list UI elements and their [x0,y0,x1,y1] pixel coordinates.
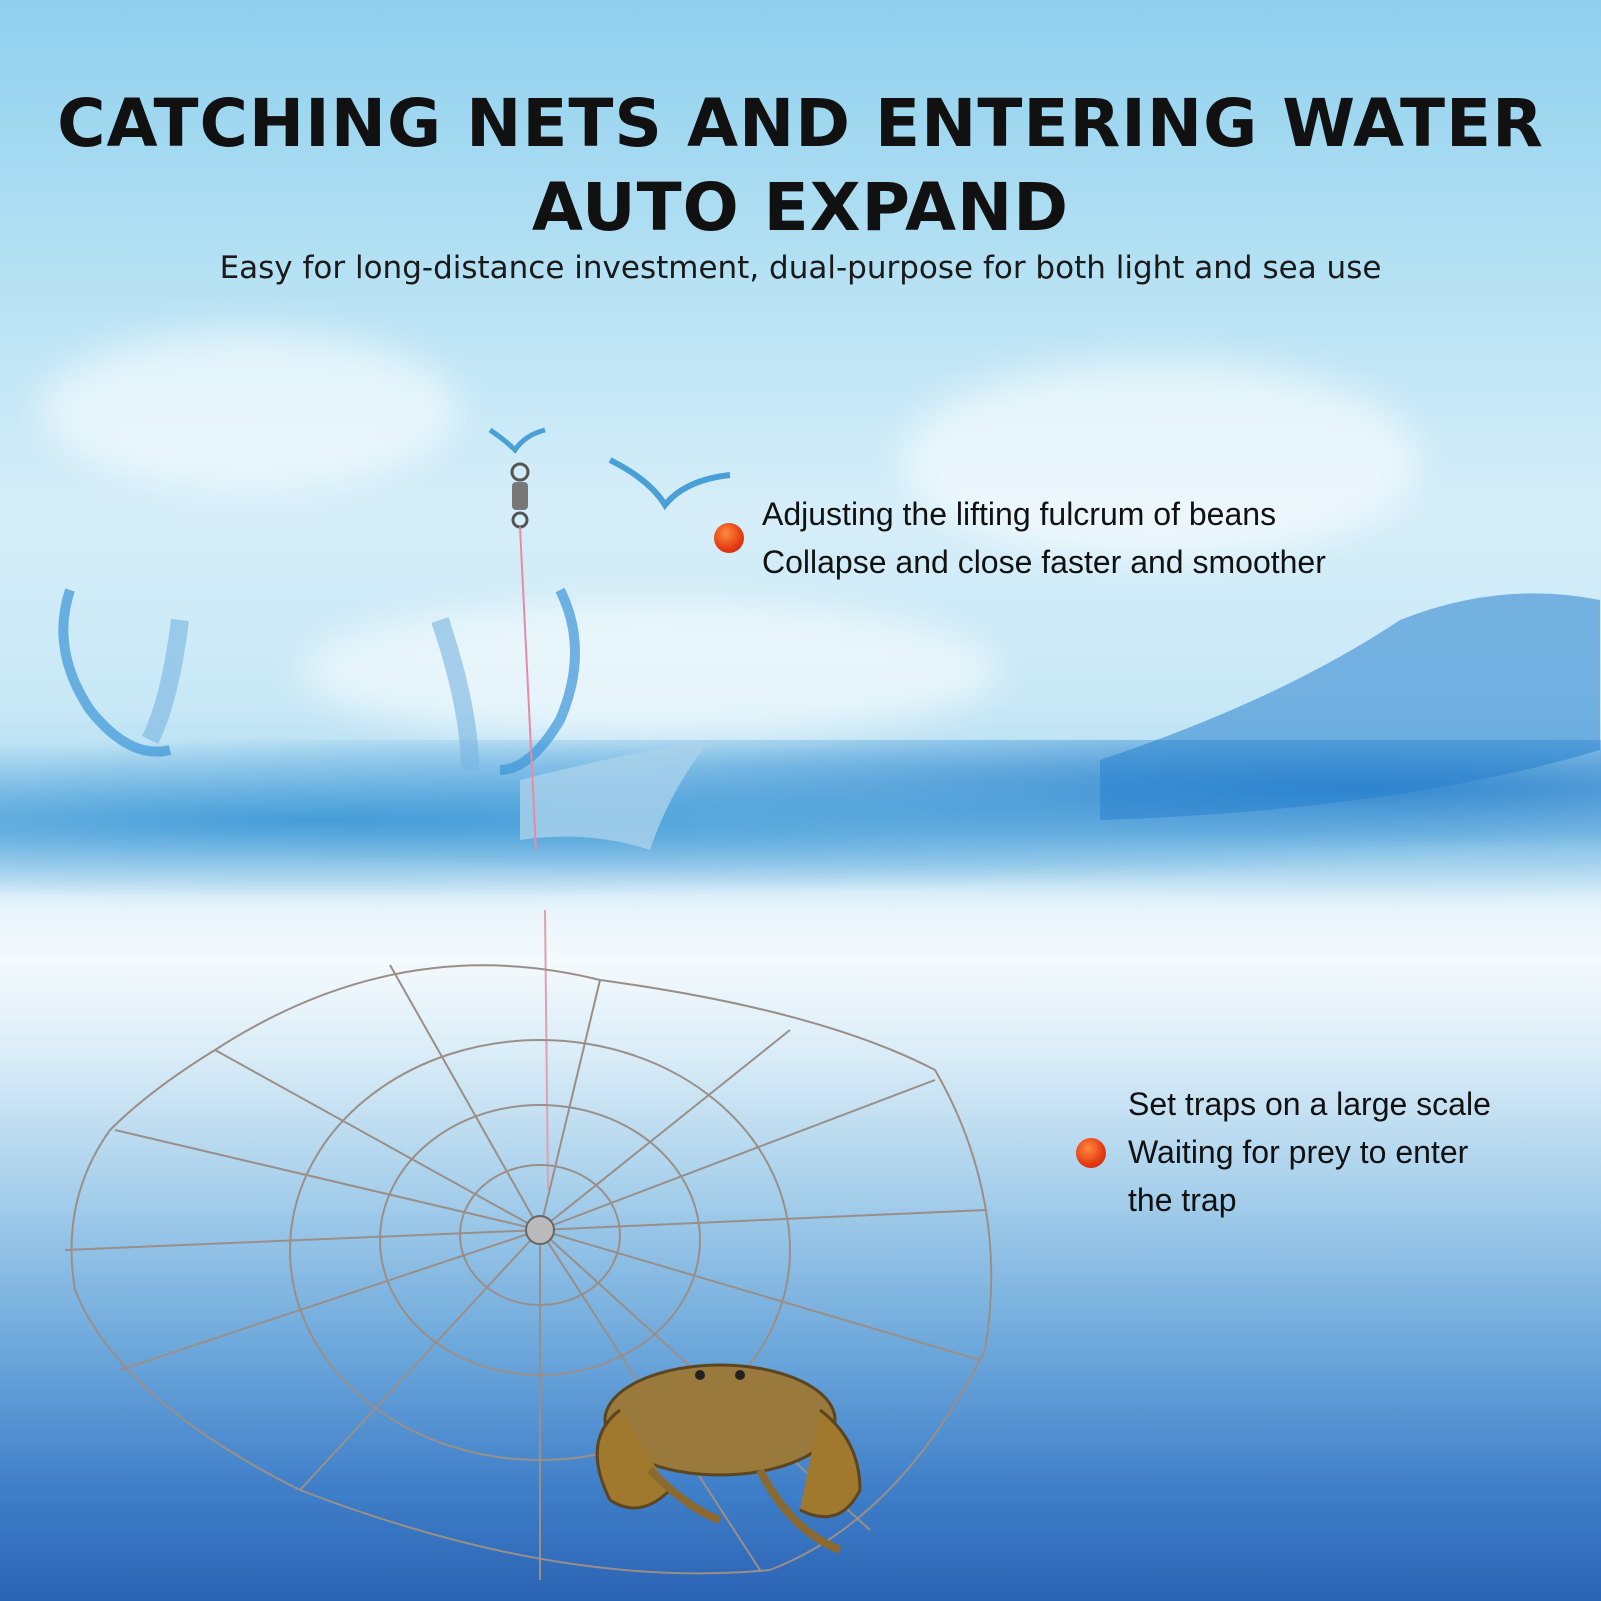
feature-fulcrum: Adjusting the lifting fulcrum of beans C… [714,490,1326,586]
cloud [300,600,1000,740]
feature-traps: Set traps on a large scale Waiting for p… [1076,1080,1491,1224]
bullet-dot-icon [714,523,744,553]
bullet-dot-icon [1076,1138,1106,1168]
feature-line: Collapse and close faster and smoother [762,544,1326,580]
bird-icon [488,427,546,454]
cloud [900,360,1420,560]
crab-icon [595,1363,862,1554]
cloud [40,330,460,490]
feature-line: the trap [1128,1182,1237,1218]
swivel-icon [510,462,530,482]
title-line-1: CATCHING NETS AND ENTERING WATER [57,85,1544,162]
bird-icon [608,457,731,511]
title-line-2: AUTO EXPAND [531,169,1070,246]
subtitle: Easy for long-distance investment, dual-… [219,250,1382,286]
feature-line: Set traps on a large scale [1128,1086,1491,1122]
feature-line: Adjusting the lifting fulcrum of beans [762,496,1277,532]
crab-net [64,964,993,1580]
feature-line: Waiting for prey to enter [1128,1134,1469,1170]
page-title: CATCHING NETS AND ENTERING WATER AUTO EX… [0,82,1601,250]
